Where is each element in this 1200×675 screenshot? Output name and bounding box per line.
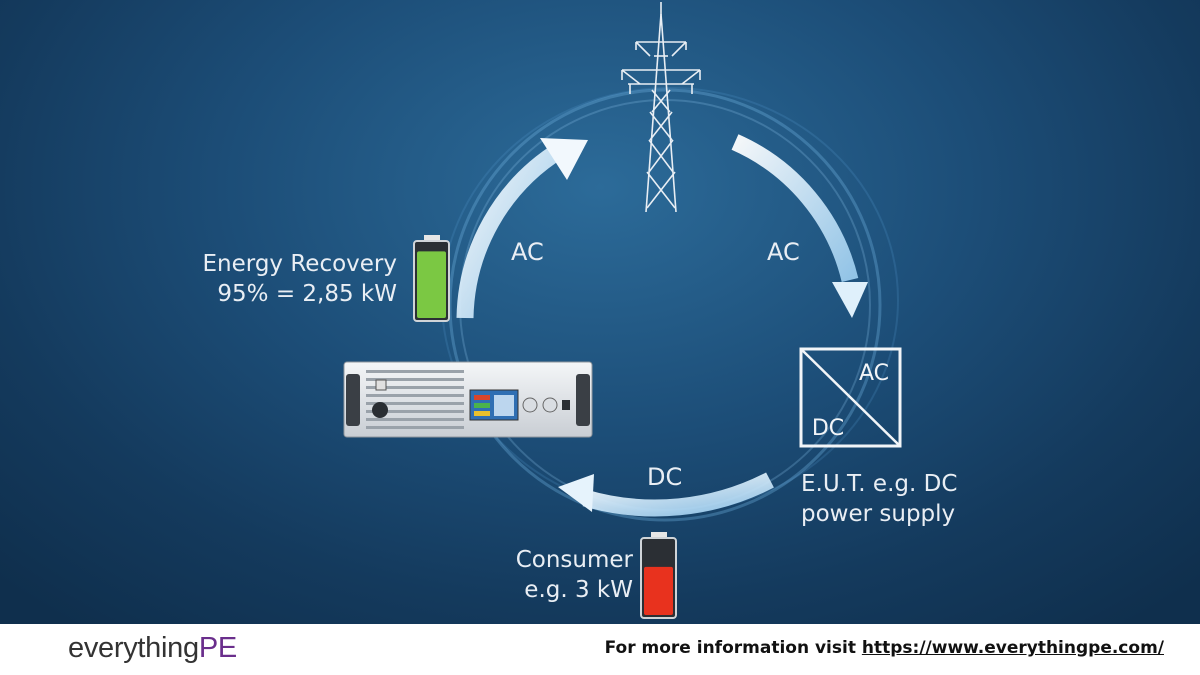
consumer-battery-icon xyxy=(640,532,677,619)
consumer-label: Consumer e.g. 3 kW xyxy=(516,545,633,605)
energy-recovery-label: Energy Recovery 95% = 2,85 kW xyxy=(203,249,397,309)
converter-dc-label: DC xyxy=(812,416,844,441)
consumer-battery-fill xyxy=(644,566,673,615)
ac-right-label: AC xyxy=(767,238,800,266)
converter-ac-label: AC xyxy=(859,361,889,386)
dc-bottom-label: DC xyxy=(647,463,683,491)
energy-recovery-battery-icon xyxy=(413,235,450,322)
diagram-stage: AC DC xyxy=(0,0,1200,624)
dc-bottom-arrow xyxy=(558,472,774,517)
energy-flow-diagram: AC DC xyxy=(343,2,902,619)
eut-label: E.U.T. e.g. DC power supply xyxy=(801,469,957,529)
ac-right-arrow xyxy=(731,134,868,318)
electronic-load-device-icon xyxy=(343,361,593,438)
transmission-tower-icon xyxy=(621,2,701,213)
ac-left-arrow xyxy=(456,138,588,319)
ac-left-label: AC xyxy=(511,238,544,266)
energy-recovery-title: Energy Recovery xyxy=(202,251,397,277)
brand-main: everything xyxy=(68,632,199,664)
consumer-title: Consumer xyxy=(515,547,633,573)
brand-logo[interactable]: everythingPE xyxy=(68,632,237,665)
info-prefix: For more information visit xyxy=(604,638,862,658)
consumer-value: e.g. 3 kW xyxy=(524,577,633,603)
eut-title: E.U.T. e.g. DC xyxy=(801,471,958,497)
eut-subtitle: power supply xyxy=(801,501,956,527)
website-link[interactable]: https://www.everythingpe.com/ xyxy=(861,638,1164,658)
info-text: For more information visit https://www.e… xyxy=(605,638,1164,658)
brand-accent: PE xyxy=(198,632,237,664)
footer-bar: everythingPE For more information visit … xyxy=(0,624,1200,675)
ac-dc-converter: AC DC xyxy=(799,347,902,448)
energy-recovery-battery-fill xyxy=(417,251,446,318)
flow-ring xyxy=(441,87,899,522)
energy-recovery-value: 95% = 2,85 kW xyxy=(217,281,397,307)
